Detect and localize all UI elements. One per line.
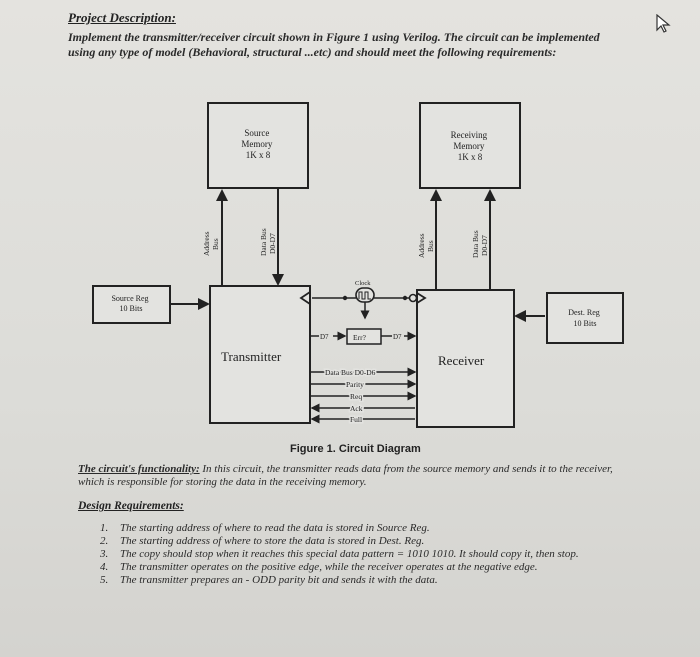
receiver-label: Receiver xyxy=(438,353,485,368)
svg-text:Address Bus: Address Bus xyxy=(417,232,435,258)
transmitter-label: Transmitter xyxy=(221,349,282,364)
svg-text:Address Bus: Address Bus xyxy=(202,230,220,256)
receiving-memory-box xyxy=(419,102,521,189)
rcv-address-bus-label-1: Address xyxy=(417,233,426,258)
rcv-data-bus-label-1: Data Bus xyxy=(471,230,480,258)
receiver-box xyxy=(416,289,515,428)
source-memory-label-2: Memory xyxy=(241,139,272,149)
transmitter-box xyxy=(209,285,311,424)
src-address-bus-label-2: Bus xyxy=(211,238,220,250)
rcv-data-bus-label-2: D0-D7 xyxy=(480,235,489,256)
svg-text:Source Memory 1K x: Source Memory 1K x 8 xyxy=(241,128,274,160)
list-item: 3.The copy should stop when it reaches t… xyxy=(100,548,579,560)
signal-data-bus-label: Data Bus D0-D6 xyxy=(325,368,376,377)
clock-label: Clock xyxy=(355,280,371,287)
source-reg-label-1: Source Reg xyxy=(111,294,148,303)
source-memory-label-3: 1K x 8 xyxy=(246,150,271,160)
intro-paragraph: Implement the transmitter/receiver circu… xyxy=(68,30,600,59)
svg-text:Source Reg 10 Bits: Source Reg 10 Bits xyxy=(111,294,150,313)
d7-right-label: D7 xyxy=(393,333,402,341)
list-item: 1.The starting address of where to read … xyxy=(100,522,430,534)
source-memory-label-1: Source xyxy=(244,128,269,138)
dest-reg-box xyxy=(546,292,624,344)
dest-reg-label-1: Dest. Reg xyxy=(568,308,600,317)
list-item: 2.The starting address of where to store… xyxy=(100,535,425,547)
functionality-text: In this circuit, the transmitter reads d… xyxy=(78,463,613,488)
receiving-memory-label-1: Receiving xyxy=(451,130,488,140)
rcv-address-bus-label-2: Bus xyxy=(426,240,435,252)
receiving-memory-label-3: 1K x 8 xyxy=(458,152,483,162)
signal-ack-label: Ack xyxy=(350,404,363,413)
figure-caption: Figure 1. Circuit Diagram xyxy=(290,443,421,455)
src-data-bus-label-1: Data Bus xyxy=(259,228,268,256)
source-memory-box xyxy=(207,102,309,189)
signal-req-label: Req xyxy=(350,392,362,401)
svg-text:Req: Req xyxy=(350,392,362,401)
design-requirements-title: Design Requirements: xyxy=(78,500,184,512)
src-address-bus-label-1: Address xyxy=(202,231,211,256)
list-item: 4.The transmitter operates on the positi… xyxy=(100,561,538,573)
source-reg-box xyxy=(92,285,171,324)
svg-text:Data Bus D0-D7: Data Bus D0-D7 xyxy=(259,226,277,256)
list-item: 5.The transmitter prepares an - ODD pari… xyxy=(100,574,438,586)
svg-text:Parity: Parity xyxy=(346,380,364,389)
functionality-paragraph: The circuit's functionality: In this cir… xyxy=(78,463,638,489)
page-title: Project Description: xyxy=(68,10,176,25)
functionality-label: The circuit's functionality: xyxy=(78,463,200,475)
svg-text:Data Bus D0-D7: Data Bus D0-D7 xyxy=(471,228,489,258)
signal-parity-label: Parity xyxy=(346,380,364,389)
receiving-memory-label-2: Memory xyxy=(453,141,484,151)
svg-text:Ack: Ack xyxy=(350,404,363,413)
signal-full-label: Full xyxy=(350,415,362,424)
source-reg-label-2: 10 Bits xyxy=(120,304,143,313)
src-data-bus-label-2: D0-D7 xyxy=(268,233,277,254)
mouse-cursor-icon xyxy=(656,14,671,33)
svg-text:Dest. Reg 10 Bits: Dest. Reg 10 Bits xyxy=(568,308,602,328)
svg-text:Receiving Memory 1: Receiving Memory 1K x 8 xyxy=(451,130,490,162)
svg-text:Full: Full xyxy=(350,415,362,424)
d7-left-label: D7 xyxy=(320,333,329,341)
err-label: Err? xyxy=(353,333,367,342)
svg-text:Data Bus D0-D6: Data Bus D0-D6 xyxy=(325,368,376,377)
requirements-list: 1.The starting address of where to read … xyxy=(100,522,640,587)
dest-reg-label-2: 10 Bits xyxy=(574,319,597,328)
